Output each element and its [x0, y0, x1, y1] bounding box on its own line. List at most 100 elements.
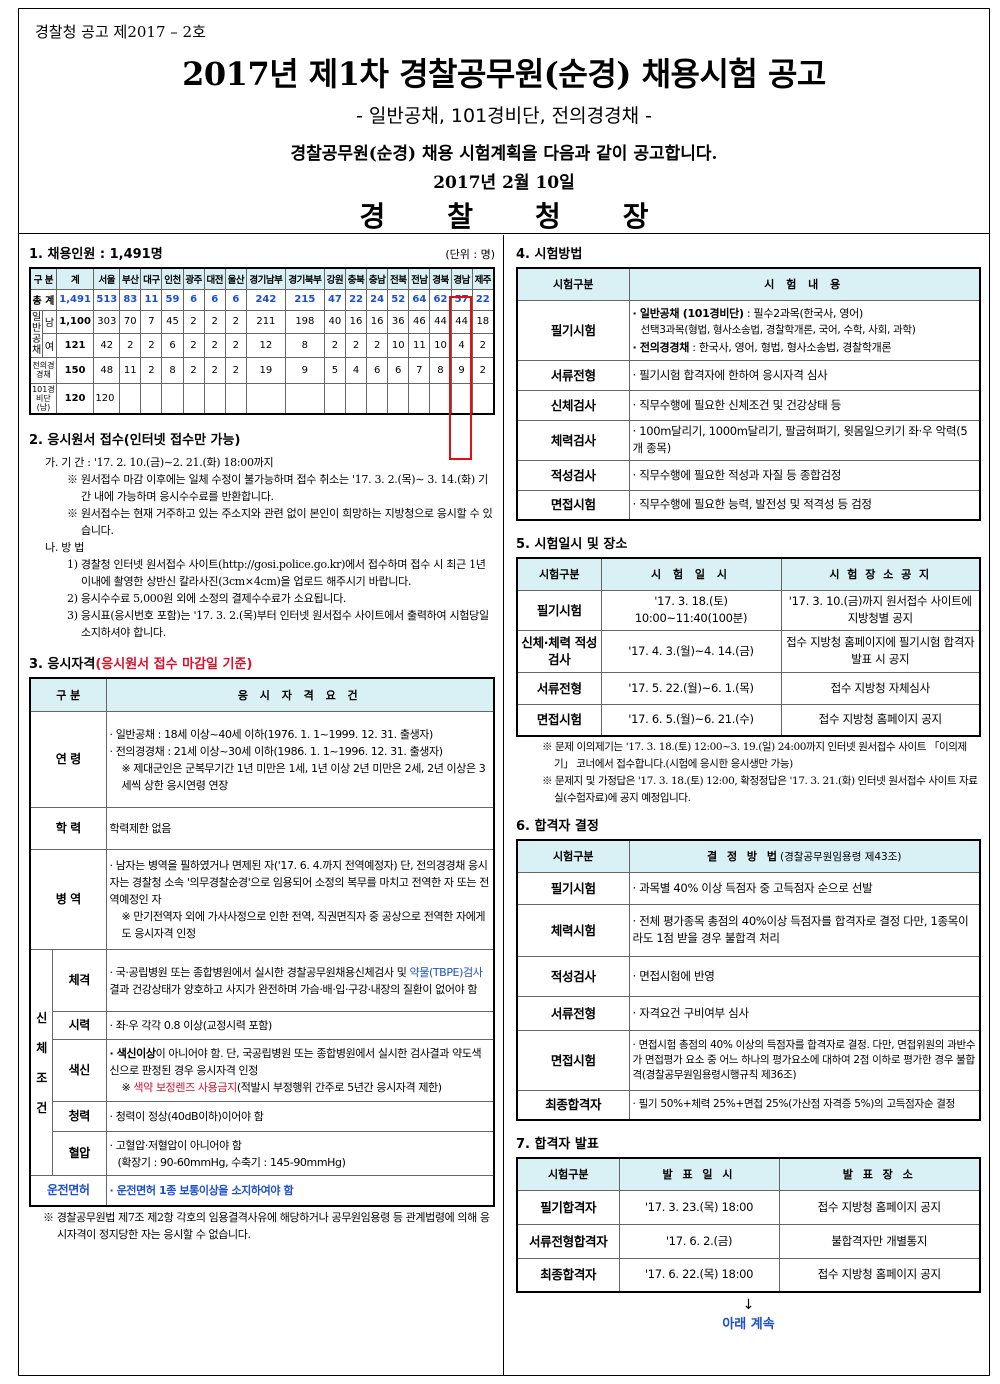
s4-label-physical: 신체검사 — [516, 389, 630, 421]
recruit-cell: 2 — [471, 333, 495, 358]
s4-header-content: 시 험 내 용 — [628, 267, 981, 301]
agency-name: 경찰청장 — [359, 200, 711, 233]
recruit-cell: 8 — [429, 356, 452, 384]
s7-place-written: 접수 지방청 홈페이지 공지 — [778, 1189, 981, 1225]
recruit-cell: 10 — [429, 333, 452, 358]
color-text-b: 이 아니어야 함. 단, 국공립병원 또는 종합병원에서 실시한 검사결과 약도… — [109, 1047, 482, 1077]
recruit-cell: 16 — [366, 309, 389, 334]
recruit-cell: 211 — [245, 309, 286, 334]
recruit-group-label: 일반공채 — [29, 309, 43, 358]
s5-place-docs: 접수 지방청 자체심사 — [780, 671, 981, 705]
s6-text-written: · 과목별 40% 이상 득점자 중 고득점자 순으로 선발 — [628, 871, 981, 905]
recruit-col-header: 울산 — [224, 267, 247, 290]
s4-written-a3: 선택3과목(형법, 형사소송법, 경찰학개론, 국어, 수학, 사회, 과학) — [640, 323, 916, 336]
page-subtitle: - 일반공채, 101경비단, 전의경경채 - — [356, 105, 652, 127]
bp-text-1: · 고혈압·저혈압이 아니어야 함 — [109, 1138, 243, 1152]
s3-title: 3. 응시자격 — [29, 656, 96, 672]
recruit-cell: 1,100 — [55, 309, 95, 334]
recruit-cell: 36 — [387, 309, 410, 334]
s6-text-interview: · 면접시험 총점의 40% 이상의 득점자를 합격자로 결정. 다만, 면접위… — [628, 1029, 981, 1091]
color-text-red: 색약 보정렌즈 사용금지 — [133, 1081, 237, 1094]
recruit-cell: 46 — [408, 309, 431, 334]
recruit-cell: 2 — [323, 333, 346, 358]
s5-note-2: ※ 문제지 및 가정답은 '17. 3. 18.(토) 12:00, 확정정답은… — [542, 775, 978, 804]
s4-label-interview: 면접시험 — [516, 489, 630, 521]
recruit-cell — [284, 382, 325, 414]
recruit-col-header: 경기북부 — [284, 267, 325, 290]
recruit-cell: 2 — [182, 309, 205, 334]
recruit-cell: 83 — [119, 288, 142, 311]
recruit-cell — [224, 382, 247, 414]
recruit-col-header: 경북 — [429, 267, 452, 290]
s6-header-note: (경찰공무원임용령 제43조) — [779, 851, 902, 864]
s6-text-fitness: · 전체 평가종목 총점의 40%이상 득점자를 합격자로 결정 다만, 1종목… — [628, 903, 981, 957]
s5-date-written: '17. 3. 18.(토) 10:00~11:40(100분) — [600, 589, 782, 631]
phys-text-a: · 국·공립병원 또는 종합병원에서 실시한 경찰공무원채용신체검사 및 — [109, 965, 410, 979]
s5-label-physical: 신체·체력 적성검사 — [516, 629, 602, 673]
recruit-cell: 2 — [224, 333, 247, 358]
s4-written-b2: : 한국사, 영어, 형법, 형사소송법, 경찰학개론 — [689, 340, 892, 354]
recruit-col-header: 충북 — [344, 267, 368, 290]
recruit-cell: 6 — [366, 356, 389, 384]
recruit-cell: 40 — [323, 309, 346, 334]
recruit-cell: 215 — [284, 288, 325, 311]
s6-header-method: 결 정 방 법 — [707, 850, 780, 864]
s5-label-docs: 서류전형 — [516, 671, 602, 705]
recruit-cell: 2 — [119, 333, 142, 358]
s1-heading: 1. 채용인원 : 1,491명 (단위 : 명) — [29, 241, 495, 267]
recruit-cell: 513 — [93, 288, 121, 311]
s7-date-docs: '17. 6. 2.(금) — [618, 1223, 780, 1259]
age-general: · 일반공채 : 18세 이상~40세 이하(1976. 1. 1~1999. … — [109, 727, 434, 741]
recruit-col-header: 전남 — [408, 267, 431, 290]
phys-label: 체격 — [52, 949, 107, 1012]
recruit-col-header: 강원 — [323, 267, 346, 290]
s5-date-docs: '17. 5. 22.(월)~6. 1.(목) — [600, 671, 782, 705]
recruit-cell — [119, 382, 142, 414]
s4-written-a1: · 일반공채 (101경비단) — [632, 306, 745, 320]
recruit-cell: 2 — [471, 356, 495, 384]
recruit-cell: 19 — [245, 356, 286, 384]
recruit-cell: 120 — [93, 382, 121, 414]
s6-label-interview: 면접시험 — [516, 1029, 630, 1091]
recruit-cell: 42 — [93, 333, 121, 358]
edu-label: 학 력 — [29, 807, 107, 850]
s1-title: 1. 채용인원 : 1,491명 — [29, 247, 163, 262]
s3-note: ※ 경찰공무원법 제7조 제2항 각호의 임용결격사유에 해당하거나 공무원임용… — [43, 1210, 490, 1241]
s5-place-written: '17. 3. 10.(금)까지 원서접수 사이트에 지방청별 공지 — [780, 589, 981, 631]
s6-title: 6. 합격자 결정 — [516, 819, 599, 834]
s3-heading: 3. 응시자격(응시원서 접수 마감일 기준) — [29, 653, 495, 672]
s3-title-note: (응시원서 접수 마감일 기준) — [95, 656, 253, 672]
s4-written-a2: : 필수2과목(한국사, 영어) — [743, 306, 863, 320]
vision-label: 시력 — [52, 1011, 107, 1040]
s7-date-written: '17. 3. 23.(목) 18:00 — [618, 1189, 780, 1225]
phys-text-b: 결과 건강상태가 양호하고 사지가 완전하며 가슴·배·입·구강·내장의 질환이… — [109, 982, 478, 996]
recruit-cell — [323, 382, 346, 414]
recruit-cell: 242 — [245, 288, 286, 311]
recruit-cell: 8 — [284, 333, 325, 358]
s2-method-2: 2) 응시수수료 5,000원 외에 소정의 결제수수료가 소요됩니다. — [67, 591, 347, 605]
hearing-text: · 청력이 정상(40dB이하)이어야 함 — [105, 1101, 495, 1132]
color-text-a: · 색신이상 — [109, 1047, 156, 1060]
s2-note-1: ※ 원서접수 마감 이후에는 일체 수정이 불가능하며 접수 취소는 '17. … — [67, 472, 488, 503]
s6-text-final: · 필기 50%+체력 25%+면접 25%(가산점 자격증 5%)의 고득점자… — [628, 1089, 981, 1121]
age-label: 연 령 — [29, 711, 107, 808]
recruit-cell: 4 — [344, 356, 368, 384]
recruit-cell: 198 — [284, 309, 325, 334]
recruit-col-header: 인천 — [161, 267, 184, 290]
recruit-cell: 2 — [140, 356, 163, 384]
recruit-cell: 18 — [471, 309, 495, 334]
page-title: 2017년 제1차 경찰공무원(순경) 채용시험 공고 — [182, 55, 826, 93]
highlight-gyeongnam-box — [449, 296, 472, 460]
s7-label-written: 필기합격자 — [516, 1189, 620, 1225]
s7-date-final: '17. 6. 22.(목) 18:00 — [618, 1257, 780, 1293]
s4-text-aptitude: · 직무수행에 필요한 적성과 자질 등 종합검정 — [628, 459, 981, 491]
s4-label-fitness: 체력검사 — [516, 419, 630, 461]
